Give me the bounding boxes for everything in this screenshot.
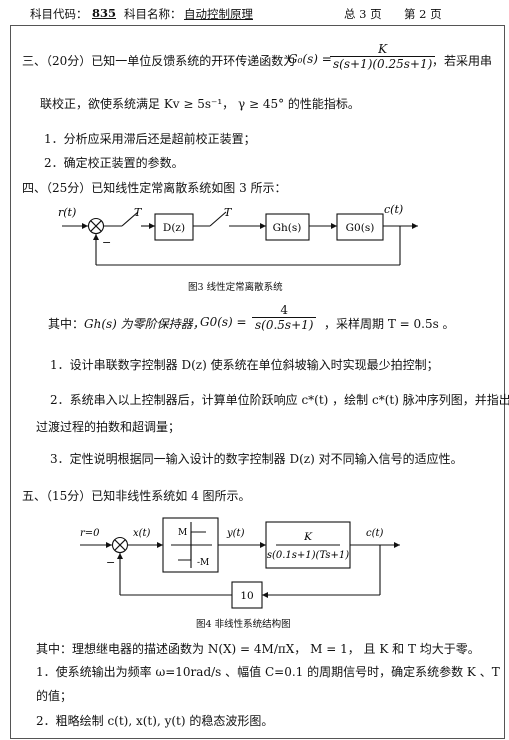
figure-4-caption: 图4 非线性系统结构图 bbox=[196, 619, 291, 630]
q3-tf-denominator: s(s+1)(0.25s+1) bbox=[333, 57, 433, 71]
fig3-sampler1-label: T bbox=[134, 206, 143, 219]
q3-g0-label: G₀(s) = bbox=[288, 52, 332, 66]
q3-intro-tail: ，若采用串 bbox=[432, 54, 493, 68]
fig4-relay-positive-level: M bbox=[178, 528, 187, 538]
q4-plant-numerator: 4 bbox=[252, 303, 317, 318]
q4-plant-denominator: s(0.5s+1) bbox=[255, 318, 314, 332]
q4-where-hold: Gh(s) 为零阶保持器， bbox=[84, 317, 205, 331]
fig3-controller-block: D(z) bbox=[163, 222, 185, 234]
q4-item-2: 2．系统串入以上控制器后，计算单位阶跃响应 c*(t) ，绘制 c*(t) 脉冲… bbox=[50, 393, 509, 407]
fig4-minus-sign: − bbox=[106, 556, 115, 569]
subject-name-label: 科目名称： bbox=[124, 7, 182, 21]
fig4-relay-output-label: y(t) bbox=[226, 528, 245, 539]
subject-name-value: 自动控制原理 bbox=[184, 7, 253, 21]
subject-code-label: 科目代码： bbox=[30, 7, 88, 21]
fig4-input-label: r=0 bbox=[80, 528, 100, 539]
figure-4-block-diagram: r=0 x(t) y(t) c(t) − M -M K s(0.1s+1)(Ts… bbox=[80, 517, 400, 609]
q5-where: 其中：理想继电器的描述函数为 N(X) = 4M/πX， M = 1， 且 K … bbox=[36, 642, 480, 656]
q4-item-3: 3．定性说明根据同一输入设计的数字控制器 D(z) 对不同输入信号的适应性。 bbox=[50, 452, 463, 466]
page-number: 第 2 页 bbox=[404, 7, 442, 21]
fig3-minus-sign: − bbox=[102, 236, 111, 249]
fig3-input-label: r(t) bbox=[58, 206, 76, 219]
fig4-plant-denominator: s(0.1s+1)(Ts+1) bbox=[267, 550, 349, 561]
fig3-plant-block: G0(s) bbox=[346, 222, 375, 234]
figure-3-block-diagram: r(t) c(t) T T − D(z) Gh(s) G0(s) bbox=[58, 203, 418, 266]
q4-item-2-cont: 过渡过程的拍数和超调量； bbox=[36, 420, 181, 434]
page-frame bbox=[10, 25, 505, 739]
fig4-plant-numerator: K bbox=[303, 531, 313, 543]
q5-item-1: 1．使系统输出为频率 ω=10rad/s 、幅值 C=0.1 的周期信号时，确定… bbox=[36, 665, 500, 679]
fig4-feedback-gain: 10 bbox=[240, 590, 253, 602]
subject-code-value: 835 bbox=[92, 6, 117, 20]
fig4-error-label: x(t) bbox=[133, 528, 151, 539]
q5-item-1-cont: 的值； bbox=[36, 689, 73, 703]
q3-tf-numerator: K bbox=[330, 42, 436, 57]
q3-line2: 联校正，欲使系统满足 Kv ≥ 5s⁻¹， γ ≥ 45° 的性能指标。 bbox=[40, 97, 360, 111]
q3-intro: 三、（20分）已知一单位反馈系统的开环传递函数为 bbox=[22, 54, 296, 68]
fig3-hold-block: Gh(s) bbox=[273, 222, 302, 234]
fig4-output-label: c(t) bbox=[366, 528, 384, 539]
q3-item-2: 2．确定校正装置的参数。 bbox=[44, 156, 184, 170]
total-pages: 总 3 页 bbox=[344, 7, 382, 21]
q3-item-1: 1．分析应采用滞后还是超前校正装置； bbox=[44, 132, 256, 146]
fig3-sampler2-label: T bbox=[224, 206, 233, 219]
figure-3-caption: 图3 线性定常离散系统 bbox=[188, 282, 283, 293]
q4-where-label: 其中： bbox=[48, 317, 85, 331]
q4-item-1: 1．设计串联数字控制器 D(z) 使系统在单位斜坡输入时实现最少拍控制； bbox=[50, 358, 439, 372]
fig3-output-label: c(t) bbox=[384, 203, 403, 216]
q4-sampling-period: ，采样周期 T = 0.5s 。 bbox=[324, 317, 455, 331]
fig4-relay-negative-level: -M bbox=[197, 558, 209, 568]
q4-intro: 四、（25分）已知线性定常离散系统如图 3 所示： bbox=[22, 181, 287, 195]
q5-item-2: 2．粗略绘制 c(t), x(t), y(t) 的稳态波形图。 bbox=[36, 714, 274, 728]
q3-transfer-function: K s(s+1)(0.25s+1) bbox=[330, 42, 436, 71]
q5-intro: 五、（15分）已知非线性系统如 4 图所示。 bbox=[22, 489, 251, 503]
q4-where-g0: G0(s) = bbox=[200, 315, 247, 329]
q4-plant-tf: 4 s(0.5s+1) bbox=[252, 303, 317, 332]
